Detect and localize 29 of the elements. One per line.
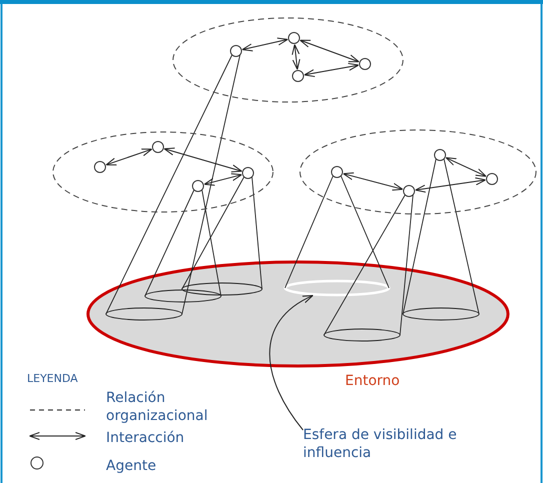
legend-heading: LEYENDA — [27, 372, 78, 385]
callout-text: Esfera de visibilidad e influencia — [303, 426, 475, 466]
interaction-arrow — [164, 148, 242, 172]
interaction-arrow — [342, 172, 404, 191]
interaction-arrow — [300, 40, 360, 62]
interaction-arrow — [414, 177, 486, 193]
legend-text: Relación organizacional — [106, 389, 209, 425]
interaction-arrow — [304, 62, 360, 78]
agent-circle — [434, 149, 446, 161]
interaction-arrow — [106, 148, 152, 166]
legend-text: Interacción — [106, 429, 186, 447]
legend-text: Agente — [106, 457, 158, 475]
agent-circle — [359, 58, 371, 70]
agent-circle — [486, 173, 498, 185]
agent-circle — [242, 167, 254, 179]
leader-line — [269, 294, 314, 430]
environment-label: Entorno — [345, 373, 400, 389]
agent-circle — [230, 45, 242, 57]
agent-circle — [152, 141, 164, 153]
agent-circle — [292, 70, 304, 82]
agent-circle — [192, 180, 204, 192]
agent-circle — [288, 32, 300, 44]
interaction-arrow — [242, 38, 288, 52]
agent-circle — [94, 161, 106, 173]
agent-circle — [403, 185, 415, 197]
interaction-arrow — [292, 44, 300, 70]
agent-circle — [331, 166, 343, 178]
interaction-arrow — [204, 173, 242, 186]
interaction-arrow — [445, 157, 487, 177]
